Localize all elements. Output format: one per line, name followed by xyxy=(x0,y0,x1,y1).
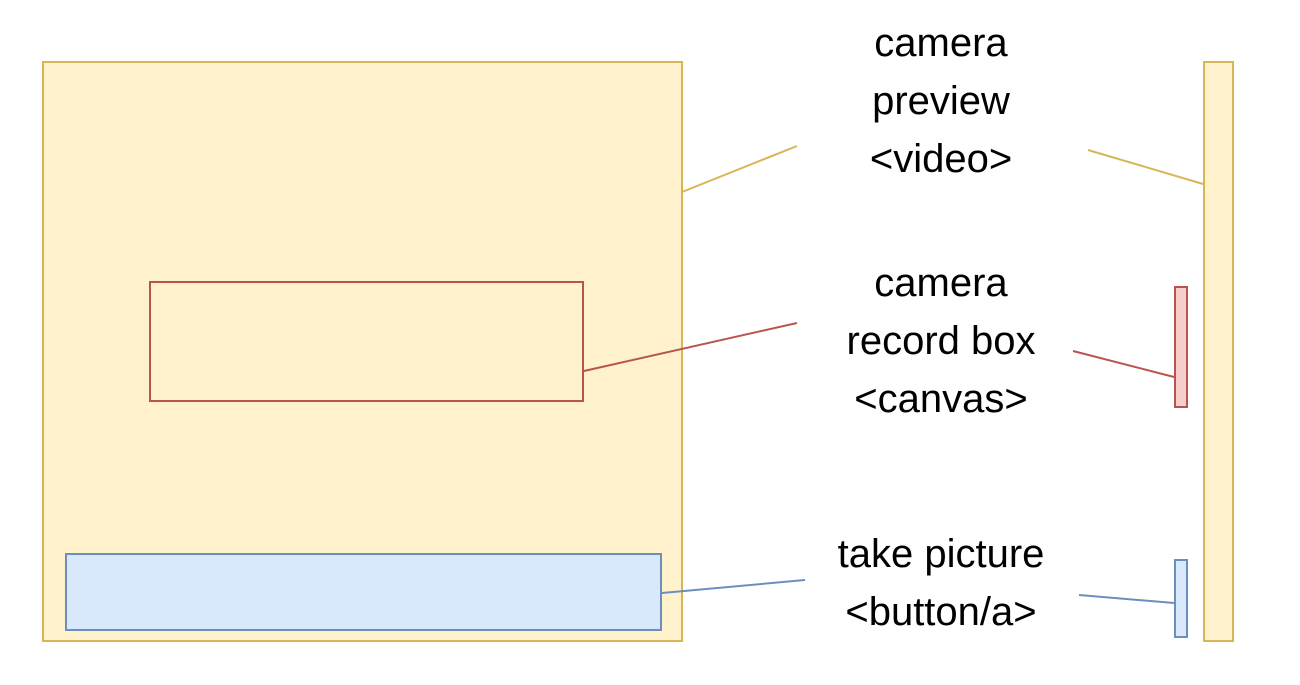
video-label-line: <video> xyxy=(869,137,1013,181)
canvas-label: camera record box <canvas> xyxy=(791,254,1091,428)
camera-preview-side-view xyxy=(1203,61,1234,642)
canvas-connector-left xyxy=(583,322,798,372)
button-side-view xyxy=(1174,559,1188,638)
button-label-line: take picture xyxy=(837,532,1045,576)
take-picture-button-box xyxy=(65,553,662,631)
canvas-label-line: camera xyxy=(874,261,1008,305)
video-label-line: preview xyxy=(872,79,1010,123)
button-label-line: <button/a> xyxy=(845,590,1037,634)
record-box xyxy=(149,281,584,402)
video-connector-right xyxy=(1087,149,1204,185)
canvas-connector-right xyxy=(1072,350,1175,378)
button-connector-left xyxy=(661,579,806,594)
video-connector-left xyxy=(681,145,798,193)
video-label: camera preview <video> xyxy=(791,14,1091,188)
canvas-label-line: record box xyxy=(846,319,1036,363)
record-box-side-view xyxy=(1174,286,1188,408)
button-label: take picture <button/a> xyxy=(791,525,1091,641)
button-connector-right xyxy=(1078,594,1175,604)
canvas-label-line: <canvas> xyxy=(854,377,1028,421)
video-label-line: camera xyxy=(874,21,1008,65)
